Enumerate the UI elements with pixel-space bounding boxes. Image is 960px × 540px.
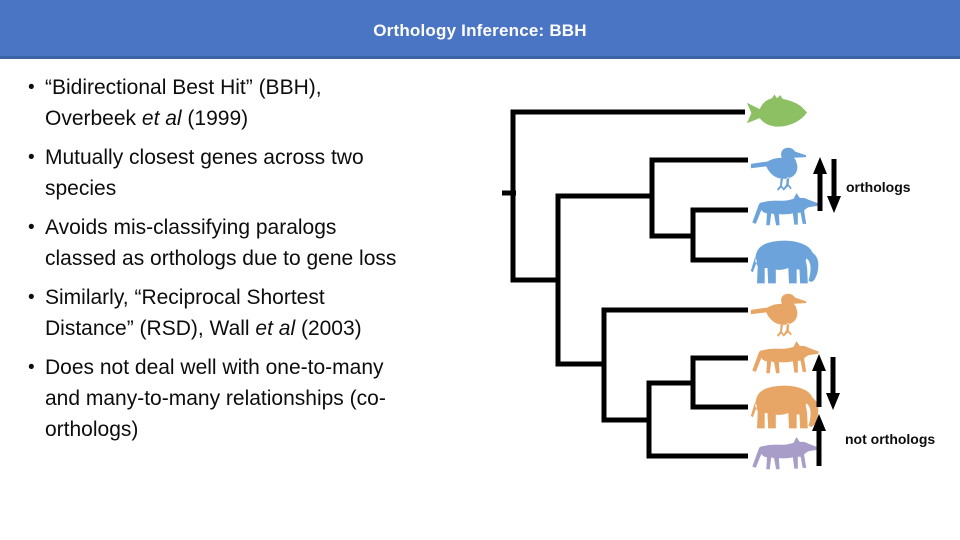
bird-icon [750, 293, 807, 337]
fish-icon [746, 94, 808, 127]
slide-title: Orthology Inference: BBH [373, 21, 587, 40]
up-arrowhead-icon [812, 354, 826, 371]
bullet-marker: • [28, 77, 35, 98]
elephant-icon [750, 385, 819, 429]
branch-blue-clade [649, 157, 748, 239]
up-arrowhead-icon [813, 157, 827, 174]
bullet-list: • “Bidirectional Best Hit” (BBH),Overbeek… [28, 72, 498, 453]
branch-root-and-fish [510, 109, 745, 283]
wolf-icon [752, 341, 819, 374]
bullet-marker: • [28, 217, 35, 238]
down-arrowhead-icon [826, 393, 840, 410]
branch-blue-wolf-elephant [690, 207, 748, 263]
wolf-icon [752, 437, 819, 470]
branch-orange-subclade [646, 380, 748, 459]
not-orthologs-arrow-single [812, 414, 826, 466]
orthologs-label: orthologs [846, 179, 911, 195]
branch-orange-clade [601, 307, 748, 423]
not-orthologs-label: not orthologs [845, 431, 936, 447]
bullet-marker: • [28, 357, 35, 378]
bullet-item: • “Bidirectional Best Hit” (BBH),Overbeek… [28, 72, 498, 134]
bullet-text: “Bidirectional Best Hit” (BBH),Overbeek … [45, 76, 322, 130]
wolf-icon [752, 193, 819, 226]
bullet-marker: • [28, 147, 35, 168]
not-orthologs-arrows-pair [812, 354, 840, 410]
branch-inner-node [555, 193, 652, 367]
bird-icon [750, 147, 807, 191]
title-bar: Orthology Inference: BBH [0, 0, 960, 59]
elephant-icon [750, 240, 819, 284]
branch-orange-wolf-elephant [690, 355, 748, 410]
orthologs-arrows [813, 157, 841, 213]
down-arrowhead-icon [827, 196, 841, 213]
up-arrowhead-icon [812, 414, 826, 431]
bullet-marker: • [28, 287, 35, 308]
